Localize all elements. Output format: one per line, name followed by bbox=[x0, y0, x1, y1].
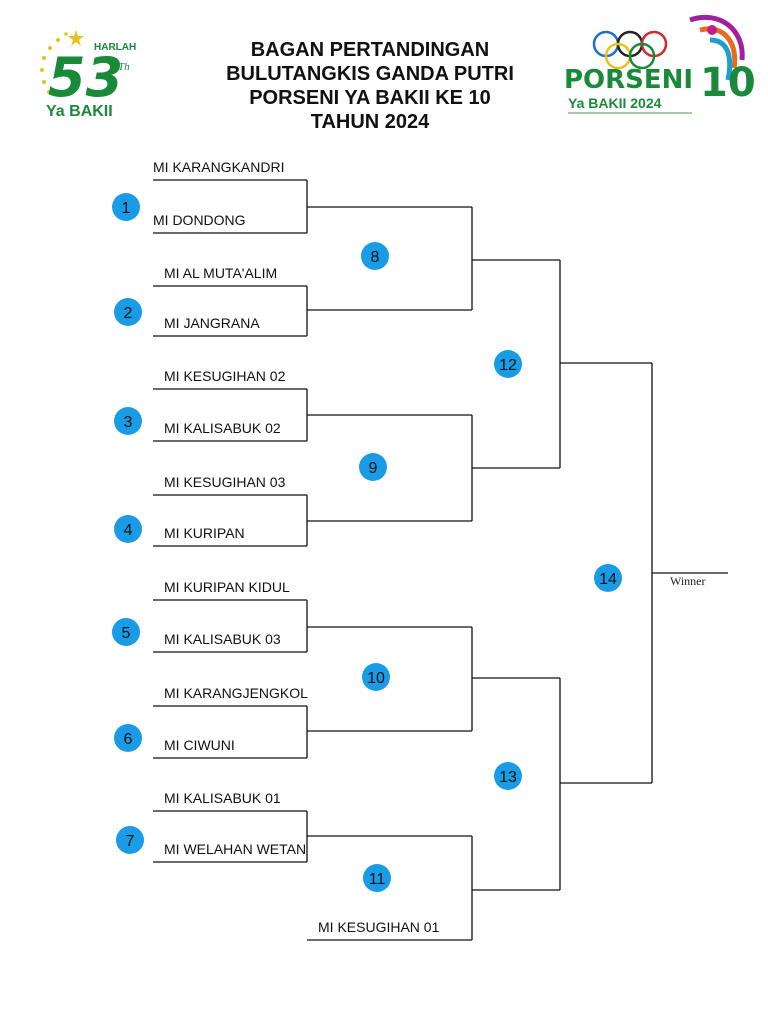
star-ring-icon bbox=[40, 30, 84, 94]
match-badge-11 bbox=[363, 864, 391, 892]
match-number-5: 5 bbox=[122, 625, 131, 642]
logo-tagline-bar bbox=[568, 112, 692, 114]
match-badge-12 bbox=[494, 350, 522, 378]
team-slot-6: MI KALISABUK 02 bbox=[164, 420, 281, 436]
team-slot-3: MI AL MUTA'ALIM bbox=[164, 265, 277, 281]
match-number-7: 7 bbox=[126, 833, 135, 850]
logo-yabakii-2024: Ya BAKII 2024 bbox=[568, 95, 662, 111]
match-badge-14 bbox=[594, 564, 622, 592]
match-number-8: 8 bbox=[371, 249, 380, 266]
page-title: BAGAN PERTANDINGAN BULUTANGKIS GANDA PUT… bbox=[170, 38, 570, 134]
match-badge-3 bbox=[114, 407, 142, 435]
team-slot-15: MI KESUGIHAN 01 bbox=[318, 919, 440, 935]
olympic-rings-icon bbox=[592, 30, 668, 70]
match-number-10: 10 bbox=[367, 670, 385, 687]
match-number-11: 11 bbox=[369, 871, 386, 888]
logo-number: 53 bbox=[48, 46, 123, 109]
match-number-1: 1 bbox=[122, 200, 131, 217]
porseni-10-logo: PORSENI 10 Ya BAKII 2024 bbox=[564, 14, 756, 114]
match-badge-2 bbox=[114, 298, 142, 326]
match-badge-8 bbox=[361, 242, 389, 270]
team-slot-4: MI JANGRANA bbox=[164, 315, 260, 331]
match-number-13: 13 bbox=[499, 769, 517, 786]
match-badge-5 bbox=[112, 618, 140, 646]
team-slot-7: MI KESUGIHAN 03 bbox=[164, 474, 286, 490]
match-badge-10 bbox=[362, 663, 390, 691]
match-badge-9 bbox=[359, 453, 387, 481]
logo-yabakii: Ya BAKII bbox=[46, 103, 113, 120]
match-number-12: 12 bbox=[499, 357, 517, 374]
athlete-swirl-icon bbox=[689, 14, 745, 81]
match-number-14: 14 bbox=[599, 571, 617, 588]
title-line-4: TAHUN 2024 bbox=[310, 111, 430, 133]
logo-porseni: PORSENI bbox=[564, 65, 693, 95]
match-badge-1 bbox=[112, 193, 140, 221]
match-number-2: 2 bbox=[124, 305, 133, 322]
match-badge-7 bbox=[116, 826, 144, 854]
team-slot-12: MI CIWUNI bbox=[164, 737, 235, 753]
title-line-2: BULUTANGKIS GANDA PUTRI bbox=[226, 63, 514, 85]
team-slot-1: MI KARANGKANDRI bbox=[153, 159, 284, 175]
team-slot-8: MI KURIPAN bbox=[164, 525, 245, 541]
match-badge-4 bbox=[114, 515, 142, 543]
title-line-3: PORSENI YA BAKII KE 10 bbox=[249, 87, 491, 109]
team-slot-10: MI KALISABUK 03 bbox=[164, 631, 281, 647]
logo-10: 10 bbox=[700, 60, 756, 106]
logo-harlah: HARLAH bbox=[94, 42, 136, 53]
match-badge-6 bbox=[114, 724, 142, 752]
team-slot-2: MI DONDONG bbox=[153, 212, 246, 228]
harlah-53-logo: 53 HARLAH Th Ya BAKII bbox=[40, 30, 136, 120]
team-slot-14: MI WELAHAN WETAN bbox=[164, 841, 306, 857]
logo-th: Th bbox=[118, 61, 130, 73]
title-line-1: BAGAN PERTANDINGAN bbox=[250, 39, 490, 61]
match-badge-13 bbox=[494, 762, 522, 790]
team-slot-9: MI KURIPAN KIDUL bbox=[164, 579, 290, 595]
team-slot-5: MI KESUGIHAN 02 bbox=[164, 368, 286, 384]
match-number-9: 9 bbox=[369, 460, 378, 477]
match-number-3: 3 bbox=[124, 414, 133, 431]
team-slot-13: MI KALISABUK 01 bbox=[164, 790, 281, 806]
match-number-4: 4 bbox=[124, 522, 133, 539]
team-slot-11: MI KARANGJENGKOL bbox=[164, 685, 308, 701]
match-number-6: 6 bbox=[124, 731, 133, 748]
winner-label: Winner bbox=[670, 574, 706, 588]
